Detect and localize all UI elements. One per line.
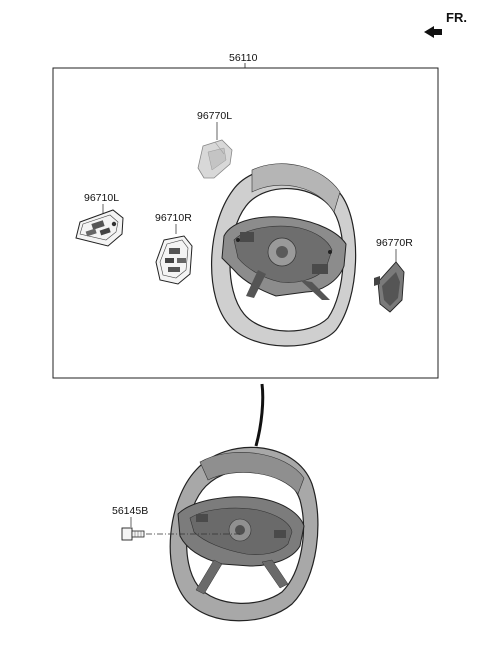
steering-wheel-upper <box>210 163 357 347</box>
steering-switch-right: 96710R <box>155 212 193 285</box>
front-label: FR. <box>446 10 467 25</box>
bolt-56145B: 56145B <box>112 505 240 541</box>
paddle-shifter-right: 96770R <box>374 237 413 313</box>
assembly-callout: 56110 <box>229 52 258 64</box>
switch-left-callout: 96710L <box>84 192 119 204</box>
assembly-connector <box>254 383 265 447</box>
switch-right-callout: 96710R <box>155 212 192 224</box>
steering-switch-left: 96710L <box>75 192 124 247</box>
front-direction-indicator: FR. <box>424 10 467 38</box>
assembly-frame <box>52 67 439 379</box>
front-arrow-icon <box>424 26 442 38</box>
paddle-left-callout: 96770L <box>197 110 232 122</box>
steering-wheel-lower <box>169 446 319 622</box>
bolt-callout: 56145B <box>112 505 148 517</box>
paddle-shifter-left: 96770L <box>197 110 233 179</box>
paddle-right-callout: 96770R <box>376 237 413 249</box>
assembly-group: 56110 <box>52 52 439 379</box>
